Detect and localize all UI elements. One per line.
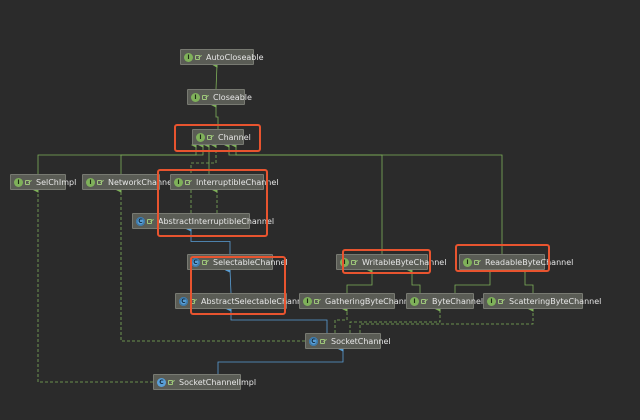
edge-socket-channel-impl-to-socket-channel bbox=[217, 346, 344, 374]
edge-byte-channel-to-readable-byte-channel bbox=[454, 267, 491, 293]
node-selectable-channel[interactable]: C SelectableChannel bbox=[187, 254, 288, 270]
node-label: SocketChannelImpl bbox=[179, 377, 257, 387]
node-label: InterruptibleChannel bbox=[196, 177, 279, 187]
public-visibility-icon bbox=[314, 298, 321, 305]
class-c-icon: C bbox=[157, 377, 166, 387]
node-label: AutoCloseable bbox=[206, 52, 264, 62]
node-label: WritableByteChannel bbox=[362, 257, 447, 267]
interface-i-icon: I bbox=[191, 92, 200, 102]
node-label: ReadableByteChannel bbox=[485, 257, 574, 267]
node-label: GatheringByteChannel bbox=[325, 296, 417, 306]
interface-i-icon: I bbox=[303, 296, 312, 306]
edge-scattering-byte-channel-to-readable-byte-channel bbox=[519, 267, 534, 293]
class-c-icon: C bbox=[179, 296, 188, 306]
edge-sel-ch-impl-to-channel bbox=[37, 142, 197, 174]
node-label: AbstractInterruptibleChannel bbox=[158, 216, 275, 226]
node-label: Closeable bbox=[213, 92, 252, 102]
node-label: SocketChannel bbox=[331, 336, 391, 346]
node-scattering-byte-channel[interactable]: I ScatteringByteChannel bbox=[483, 293, 601, 309]
interface-i-icon: I bbox=[463, 257, 472, 267]
public-visibility-icon bbox=[168, 379, 175, 386]
edge-readable-byte-channel-to-channel bbox=[230, 142, 503, 254]
node-channel[interactable]: I Channel bbox=[192, 129, 251, 145]
interface-i-icon: I bbox=[184, 52, 193, 62]
class-c-icon: C bbox=[136, 216, 145, 226]
node-socket-channel-impl[interactable]: C SocketChannelImpl bbox=[153, 374, 256, 390]
edge-closeable-to-auto-closeable bbox=[211, 62, 218, 90]
edge-writable-byte-channel-to-channel bbox=[223, 142, 383, 254]
interface-i-icon: I bbox=[14, 177, 23, 187]
node-writable-byte-channel[interactable]: I WritableByteChannel bbox=[336, 254, 446, 270]
public-visibility-icon bbox=[207, 134, 214, 141]
node-network-channel[interactable]: I NetworkChannel bbox=[82, 174, 174, 190]
node-sel-ch-impl[interactable]: I SelChImpl bbox=[10, 174, 76, 190]
node-closeable[interactable]: I Closeable bbox=[187, 89, 252, 105]
public-visibility-icon bbox=[351, 259, 358, 266]
public-visibility-icon bbox=[147, 218, 154, 225]
interface-i-icon: I bbox=[86, 177, 95, 187]
public-visibility-icon bbox=[474, 259, 481, 266]
node-abstract-selectable-channel[interactable]: C AbstractSelectableChannel bbox=[175, 293, 309, 309]
class-c-icon: C bbox=[309, 336, 318, 346]
node-label: SelectableChannel bbox=[213, 257, 288, 267]
node-interruptible-channel[interactable]: I InterruptibleChannel bbox=[170, 174, 279, 190]
node-label: ByteChannel bbox=[432, 296, 484, 306]
node-readable-byte-channel[interactable]: I ReadableByteChannel bbox=[459, 254, 573, 270]
node-abstract-interruptible-channel[interactable]: C AbstractInterruptibleChannel bbox=[132, 213, 274, 229]
edge-gathering-byte-channel-to-writable-byte-channel bbox=[346, 267, 373, 293]
node-label: SelChImpl bbox=[36, 177, 77, 187]
node-label: Channel bbox=[218, 132, 251, 142]
public-visibility-icon bbox=[185, 179, 192, 186]
public-visibility-icon bbox=[190, 298, 197, 305]
edge-selectable-channel-to-abstract-interruptible-channel bbox=[185, 226, 231, 254]
interface-i-icon: I bbox=[410, 296, 419, 306]
edge-socket-channel-to-scattering-byte-channel bbox=[359, 306, 534, 333]
edge-network-channel-to-channel bbox=[120, 142, 204, 174]
edge-socket-channel-to-gathering-byte-channel bbox=[334, 306, 348, 333]
interface-i-icon: I bbox=[174, 177, 183, 187]
edge-socket-channel-impl-to-sel-ch-impl bbox=[32, 187, 153, 383]
node-label: ScatteringByteChannel bbox=[509, 296, 602, 306]
edge-socket-channel-to-byte-channel bbox=[349, 306, 441, 333]
node-socket-channel[interactable]: C SocketChannel bbox=[305, 333, 391, 349]
public-visibility-icon bbox=[498, 298, 505, 305]
edge-byte-channel-to-writable-byte-channel bbox=[406, 267, 421, 293]
node-byte-channel[interactable]: I ByteChannel bbox=[406, 293, 483, 309]
interface-i-icon: I bbox=[196, 132, 205, 142]
node-label: NetworkChannel bbox=[108, 177, 175, 187]
public-visibility-icon bbox=[97, 179, 104, 186]
interface-i-icon: I bbox=[340, 257, 349, 267]
edge-channel-to-closeable bbox=[210, 102, 219, 129]
edge-socket-channel-to-abstract-selectable-channel bbox=[225, 306, 328, 333]
public-visibility-icon bbox=[320, 338, 327, 345]
node-auto-closeable[interactable]: I AutoCloseable bbox=[180, 49, 264, 65]
public-visibility-icon bbox=[421, 298, 428, 305]
public-visibility-icon bbox=[202, 94, 209, 101]
node-label: AbstractSelectableChannel bbox=[201, 296, 310, 306]
edge-socket-channel-to-network-channel bbox=[115, 187, 305, 342]
public-visibility-icon bbox=[25, 179, 32, 186]
edge-abstract-selectable-channel-to-selectable-channel bbox=[224, 267, 232, 294]
class-c-icon: C bbox=[191, 257, 200, 267]
interface-i-icon: I bbox=[487, 296, 496, 306]
public-visibility-icon bbox=[202, 259, 209, 266]
public-visibility-icon bbox=[195, 54, 202, 61]
